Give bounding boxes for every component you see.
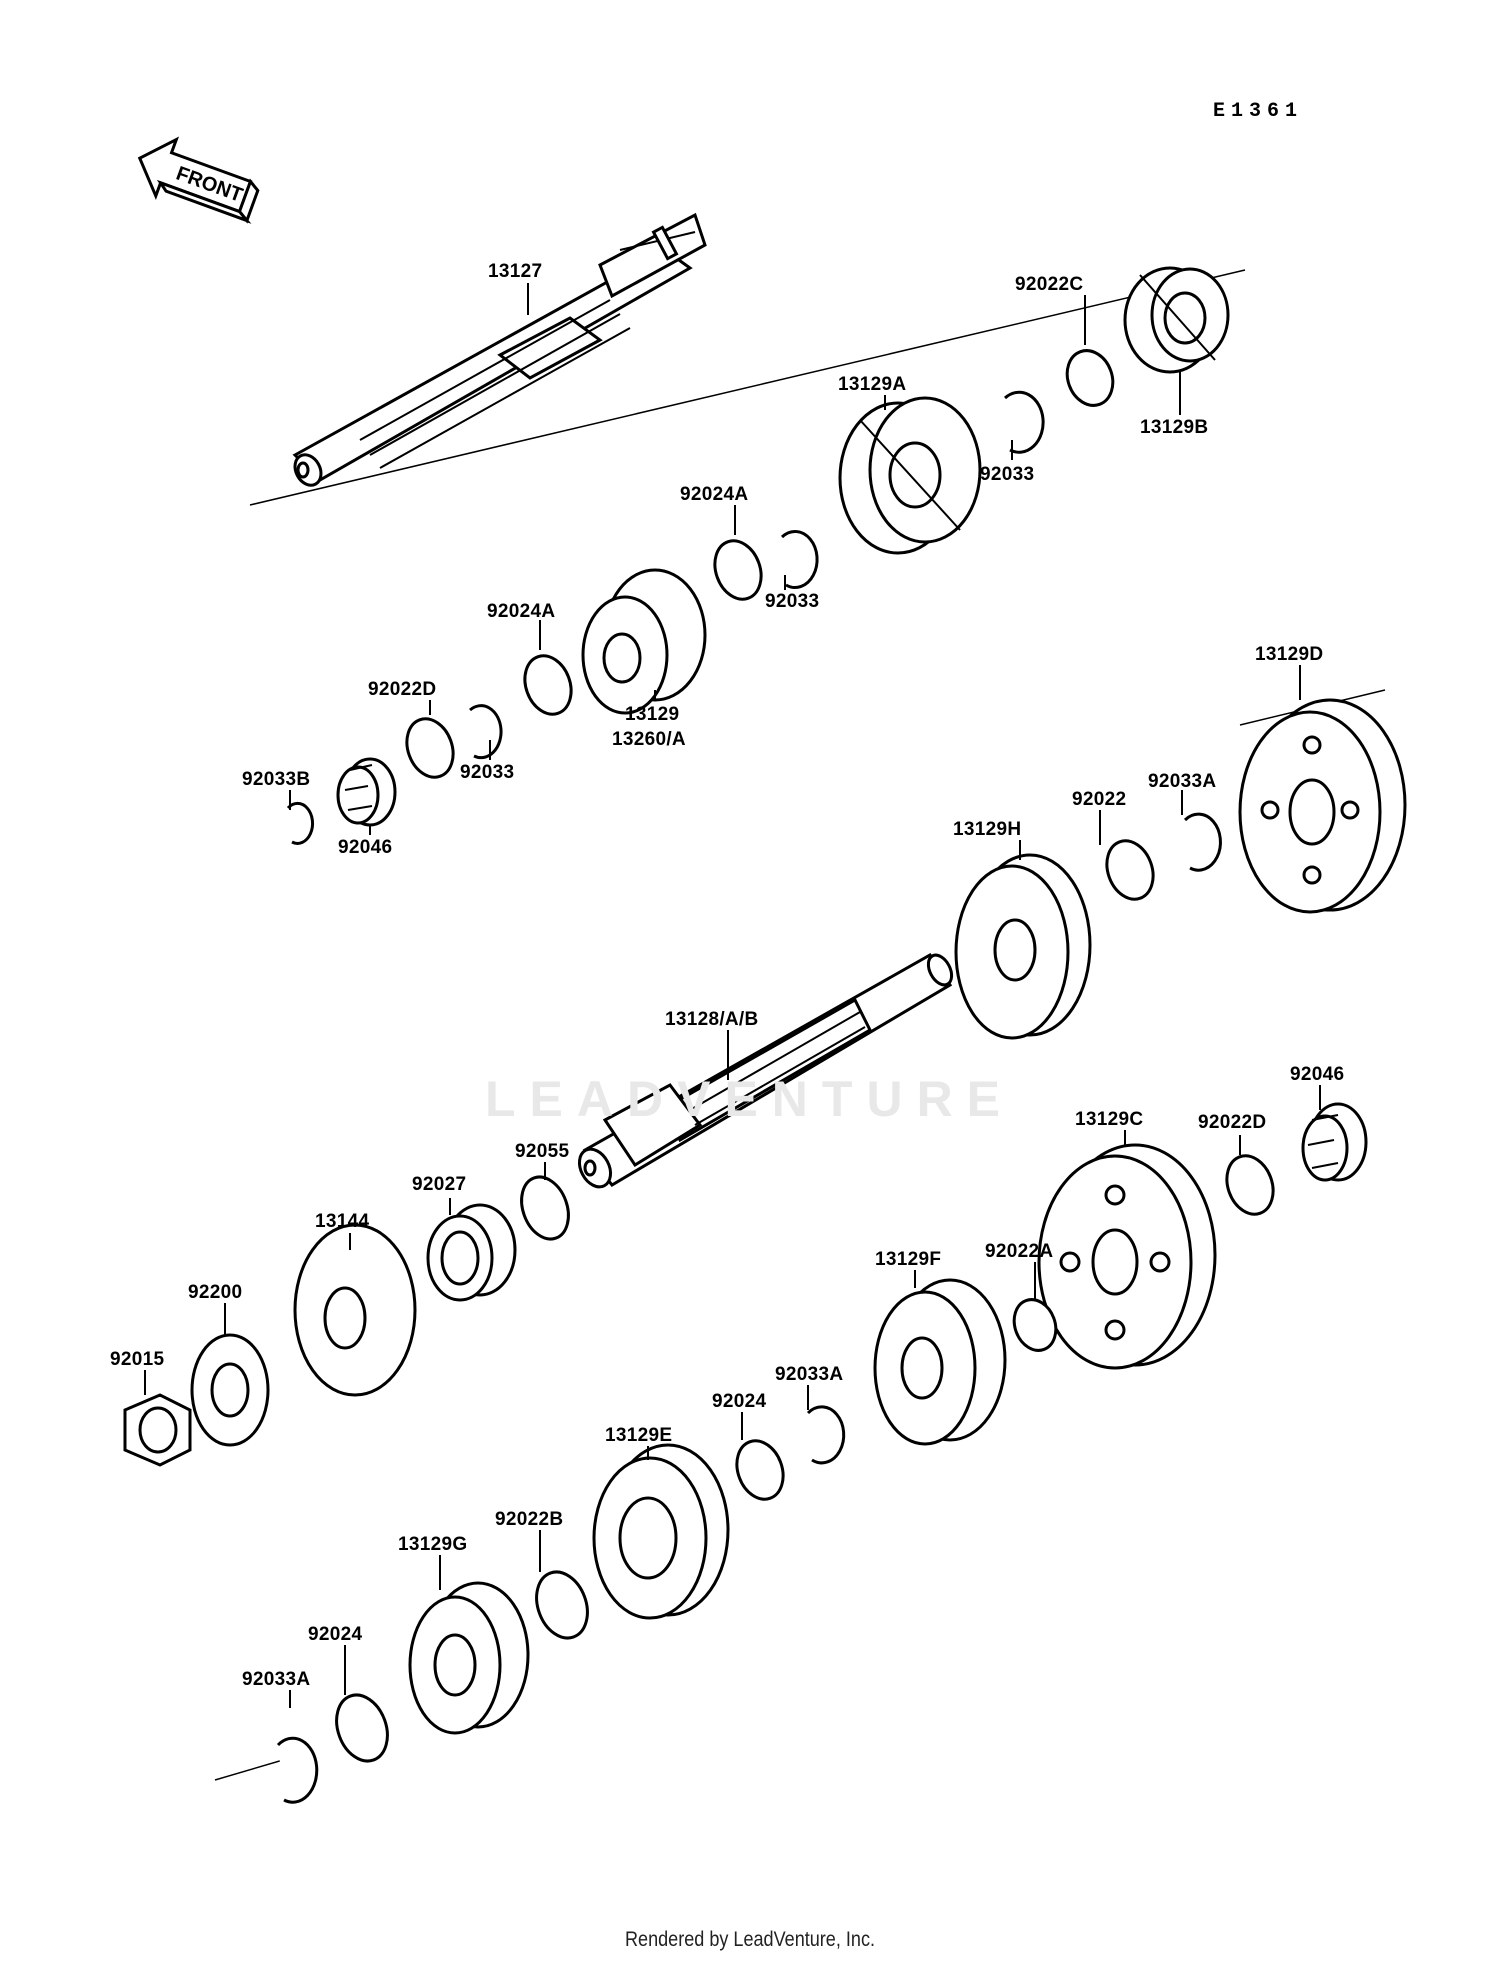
part-label-13128[interactable]: 13128/A/B — [665, 1009, 759, 1030]
part-label-13129h[interactable]: 13129H — [953, 819, 1022, 840]
gear-13129d-icon — [1238, 698, 1407, 914]
part-label-92022d-a[interactable]: 92022D — [368, 679, 437, 700]
part-label-92024a-a[interactable]: 92024A — [680, 484, 749, 505]
part-label-13129d[interactable]: 13129D — [1255, 644, 1324, 665]
gear-13129b-icon — [1123, 266, 1230, 374]
watermark: LEADVENTURE — [485, 1071, 1015, 1127]
gear-13129f-icon — [873, 1278, 1007, 1446]
part-label-92033-c[interactable]: 92033 — [460, 762, 515, 783]
part-label-92033a-c[interactable]: 92033A — [242, 1669, 311, 1690]
part-label-13260a[interactable]: 13260/A — [612, 729, 686, 750]
circlip-92033b-icon — [286, 801, 315, 845]
shaft-13127-icon — [292, 212, 707, 487]
footer-credit: Rendered by LeadVenture, Inc. — [624, 1928, 876, 1951]
washer-92022d-a-icon — [405, 717, 455, 779]
gear-13129h-icon — [954, 853, 1092, 1040]
part-label-92022[interactable]: 92022 — [1072, 789, 1127, 810]
part-label-92022b[interactable]: 92022B — [495, 1509, 564, 1530]
part-label-92046-b[interactable]: 92046 — [1290, 1064, 1345, 1085]
part-label-92027[interactable]: 92027 — [412, 1174, 467, 1195]
part-label-92200[interactable]: 92200 — [188, 1282, 243, 1303]
ring-92055-icon — [520, 1175, 570, 1241]
collar-92027-icon — [426, 1203, 517, 1302]
part-label-92055[interactable]: 92055 — [515, 1141, 570, 1162]
circlip-92033-c-icon — [469, 704, 503, 760]
part-label-92033-b[interactable]: 92033 — [765, 591, 820, 612]
part-label-92046-a[interactable]: 92046 — [338, 837, 393, 858]
part-label-13129b[interactable]: 13129B — [1140, 417, 1209, 438]
gear-13129a-icon — [838, 396, 982, 555]
needle-bearing-92046-a-icon — [336, 757, 397, 827]
part-label-92022d-b[interactable]: 92022D — [1198, 1112, 1267, 1133]
washer-92022c-icon — [1065, 349, 1115, 407]
part-label-13129[interactable]: 13129 — [625, 704, 680, 725]
part-label-13127[interactable]: 13127 — [488, 261, 543, 282]
circlip-92033-b-icon — [780, 530, 819, 589]
circlip-92033-a-icon — [1003, 390, 1045, 454]
washer-92024a-b-icon — [523, 654, 573, 716]
shaft-13128-icon — [577, 953, 954, 1189]
part-label-92033a-b[interactable]: 92033A — [775, 1364, 844, 1385]
sprocket-13144-icon — [293, 1223, 417, 1397]
washer-92022a-icon — [1012, 1298, 1058, 1352]
washer-92024a-a-icon — [713, 539, 763, 601]
washer-92022-icon — [1105, 839, 1155, 901]
part-label-92022a[interactable]: 92022A — [985, 1241, 1054, 1262]
part-label-92024a-b[interactable]: 92024A — [487, 601, 556, 622]
diagram-code: E1361 — [1213, 100, 1304, 123]
part-label-13129f[interactable]: 13129F — [875, 1249, 942, 1270]
circlip-92033a-a-icon — [1183, 812, 1222, 872]
nut-92015-icon — [123, 1393, 192, 1467]
circlip-92033a-b-icon — [806, 1405, 846, 1465]
washer-92024-a-icon — [735, 1439, 785, 1501]
part-label-13129e[interactable]: 13129E — [605, 1425, 673, 1446]
washer-92200-icon — [190, 1333, 270, 1447]
part-label-92033-a[interactable]: 92033 — [980, 464, 1035, 485]
part-label-92024-b[interactable]: 92024 — [308, 1624, 363, 1645]
part-label-13129c[interactable]: 13129C — [1075, 1109, 1144, 1130]
needle-bearing-92046-b-icon — [1301, 1102, 1368, 1182]
washer-92022d-b-icon — [1225, 1154, 1275, 1216]
gear-13129g-icon — [408, 1581, 530, 1735]
leader-lines — [144, 283, 1321, 1708]
part-label-92033b[interactable]: 92033B — [242, 769, 311, 790]
washer-92022b-icon — [535, 1570, 589, 1640]
gear-13129-icon — [581, 568, 707, 715]
part-label-13129a[interactable]: 13129A — [838, 374, 907, 395]
part-label-13129g[interactable]: 13129G — [398, 1534, 468, 1555]
washer-92024-b-icon — [335, 1693, 389, 1763]
front-arrow-icon: FRONT — [137, 136, 260, 224]
gear-13129e-icon — [592, 1443, 730, 1620]
part-label-92022c[interactable]: 92022C — [1015, 274, 1084, 295]
circlip-92033a-c-icon — [276, 1736, 319, 1804]
upper-axis-line — [249, 269, 1246, 506]
part-label-13144[interactable]: 13144 — [315, 1211, 370, 1232]
gear-13129c-icon — [1037, 1143, 1217, 1370]
part-label-92015[interactable]: 92015 — [110, 1349, 165, 1370]
part-label-92033a-a[interactable]: 92033A — [1148, 771, 1217, 792]
part-label-92024-a[interactable]: 92024 — [712, 1391, 767, 1412]
